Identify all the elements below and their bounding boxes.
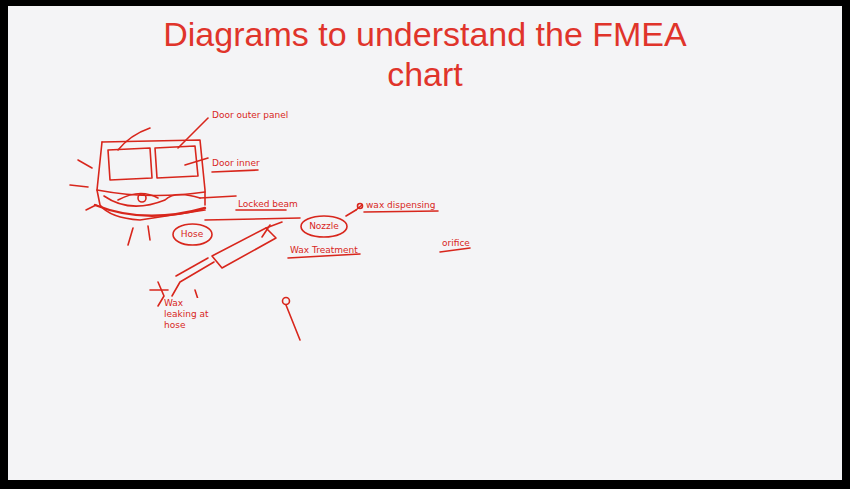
part-name: Hose [181, 229, 204, 240]
handwritten-label: orifice [442, 238, 470, 249]
part-name: Nozzle [309, 221, 339, 232]
handwritten-label: wax dispensing [366, 200, 436, 211]
handwritten-label: Wax leaking at hose [164, 298, 212, 331]
slide-title: Diagrams to understand the FMEA chart [125, 14, 725, 94]
handwritten-label: Door inner [212, 158, 260, 169]
handwritten-label: Locked beam [238, 199, 298, 210]
handwritten-label: Door outer panel [212, 110, 288, 121]
circled-part: Hose [173, 224, 212, 245]
handwritten-label: Wax Treatment [290, 245, 358, 256]
circled-part: Nozzle [301, 216, 347, 237]
